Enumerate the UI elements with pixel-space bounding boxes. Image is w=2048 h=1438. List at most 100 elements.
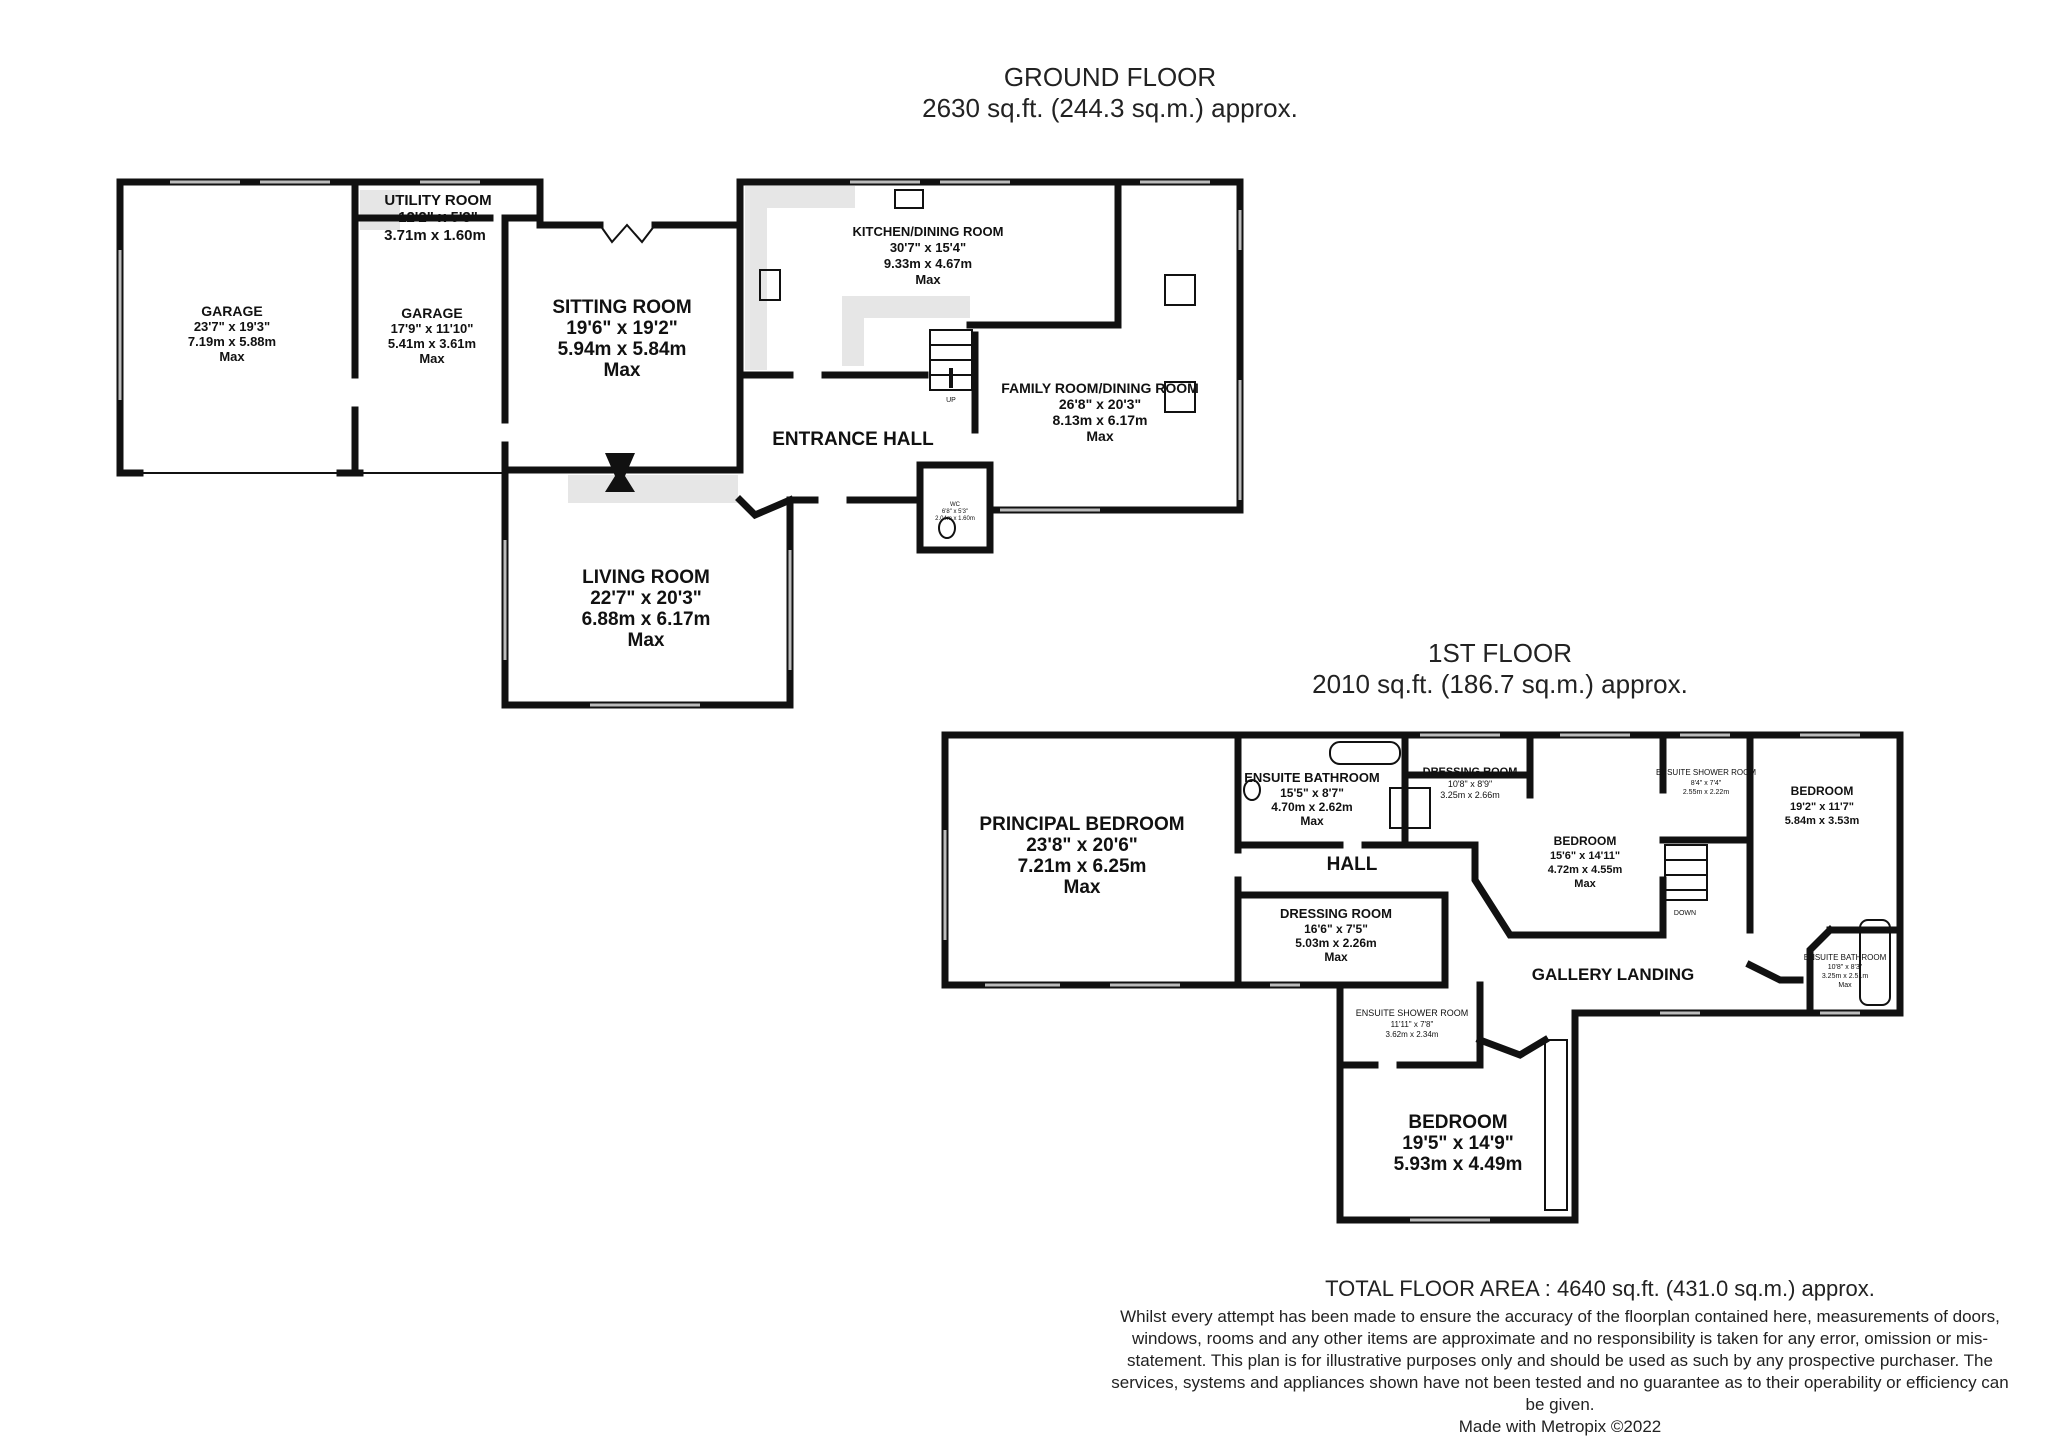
room-name: DRESSING ROOM bbox=[1423, 766, 1518, 778]
room-metric: 3.25m x 2.66m bbox=[1440, 790, 1500, 800]
toilet bbox=[1243, 779, 1261, 801]
room-imperial: 12'2" x 5'3" bbox=[398, 209, 478, 226]
room-label-utility: UTILITY ROOM 12'2" x 5'3" 3.71m x 1.60m bbox=[384, 192, 491, 244]
ground-stairs: UP bbox=[929, 329, 973, 404]
hall-wall bbox=[735, 495, 795, 520]
room-note: Max bbox=[1574, 878, 1596, 890]
room-note: Max bbox=[1324, 950, 1348, 964]
room-name: ENSUITE BATHROOM bbox=[1804, 953, 1887, 962]
ground-floor-title: GROUND FLOOR bbox=[1003, 62, 1217, 92]
room-metric: 4.70m x 2.62m bbox=[1271, 800, 1352, 814]
ground-floor-header: GROUND FLOOR 2630 sq.ft. (244.3 sq.m.) a… bbox=[880, 62, 1340, 124]
room-label-dressing-room: DRESSING ROOM 10'8" x 8'9" 3.25m x 2.66m bbox=[1423, 766, 1518, 800]
room-metric: 2.55m x 2.22m bbox=[1683, 789, 1729, 796]
room-imperial: 19'2" x 11'7" bbox=[1790, 801, 1854, 813]
shower-tray bbox=[1389, 787, 1431, 829]
ground-floor-plan: UP bbox=[116, 178, 1244, 709]
room-label-ensuite-bathroom: ENSUITE BATHROOM 15'5" x 8'7" 4.70m x 2.… bbox=[1244, 770, 1380, 828]
room-imperial: 22'7" x 20'3" bbox=[590, 588, 702, 609]
room-imperial: 6'8" x 5'3" bbox=[942, 509, 968, 515]
room-metric: 2.04m x 1.60m bbox=[935, 516, 975, 522]
room-metric: 3.71m x 1.60m bbox=[384, 227, 486, 244]
kitchen-island bbox=[842, 296, 970, 318]
room-label-ensuite-bathroom-2: ENSUITE BATHROOM 10'8" x 8'3" 3.25m x 2.… bbox=[1804, 953, 1887, 989]
room-name: ENSUITE SHOWER ROOM bbox=[1356, 1008, 1469, 1018]
room-label-garage: GARAGE 23'7" x 19'3" 7.19m x 5.88m Max bbox=[188, 303, 276, 364]
wc-toilet bbox=[938, 517, 956, 539]
room-metric: 5.93m x 4.49m bbox=[1394, 1154, 1523, 1175]
room-name: GARAGE bbox=[201, 303, 262, 319]
room-note: Max bbox=[1064, 877, 1101, 898]
fireplace-stove bbox=[605, 453, 635, 492]
credit: Made with Metropix ©2022 bbox=[1458, 1417, 1662, 1436]
room-name: DRESSING ROOM bbox=[1280, 906, 1392, 921]
room-label-ensuite-shower-2: ENSUITE SHOWER ROOM 11'11" x 7'8" 3.62m … bbox=[1356, 1008, 1469, 1039]
room-label-garage2: GARAGE 17'9" x 11'10" 5.41m x 3.61m Max bbox=[388, 305, 476, 366]
room-imperial: 15'5" x 8'7" bbox=[1280, 786, 1344, 800]
room-metric: 8.13m x 6.17m bbox=[1053, 412, 1148, 428]
room-name: UTILITY ROOM bbox=[384, 192, 491, 209]
sitting-french-doors bbox=[599, 223, 656, 244]
room-name: ENSUITE BATHROOM bbox=[1244, 770, 1380, 785]
room-metric: 5.41m x 3.61m bbox=[388, 336, 476, 351]
disclaimer-text: Whilst every attempt has been made to en… bbox=[1111, 1307, 2009, 1414]
room-metric: 7.21m x 6.25m bbox=[1018, 856, 1147, 877]
skylight bbox=[1164, 381, 1196, 413]
room-label-gallery-landing: GALLERY LANDING bbox=[1532, 965, 1694, 984]
room-metric: 3.25m x 2.51m bbox=[1822, 973, 1868, 980]
room-label-wc: WC 6'8" x 5'3" 2.04m x 1.60m bbox=[935, 502, 975, 522]
room-name: BEDROOM bbox=[1408, 1112, 1507, 1133]
room-note: Max bbox=[628, 630, 665, 651]
room-name: GARAGE bbox=[401, 305, 462, 321]
room-imperial: 11'11" x 7'8" bbox=[1391, 1020, 1434, 1029]
room-imperial: 30'7" x 15'4" bbox=[890, 240, 966, 255]
room-metric: 4.72m x 4.55m bbox=[1548, 864, 1623, 876]
room-metric: 5.03m x 2.26m bbox=[1295, 936, 1376, 950]
first-floor-header: 1ST FLOOR 2010 sq.ft. (186.7 sq.m.) appr… bbox=[1250, 638, 1750, 700]
room-name: WC bbox=[950, 502, 961, 508]
ground-floor-area: 2630 sq.ft. (244.3 sq.m.) approx. bbox=[922, 93, 1298, 123]
room-note: Max bbox=[1838, 982, 1852, 989]
room-name: BEDROOM bbox=[1554, 834, 1617, 848]
bathtub bbox=[1859, 919, 1891, 1006]
bedroom-ne-wall bbox=[1745, 960, 1804, 984]
room-label-dressing-room-2: DRESSING ROOM 16'6" x 7'5" 5.03m x 2.26m… bbox=[1280, 906, 1392, 964]
room-note: Max bbox=[1086, 428, 1113, 444]
room-name: ENSUITE SHOWER ROOM bbox=[1656, 768, 1756, 777]
sitting-wall bbox=[536, 214, 604, 229]
room-imperial: 19'5" x 14'9" bbox=[1402, 1133, 1514, 1154]
room-imperial: 26'8" x 20'3" bbox=[1059, 396, 1141, 412]
room-label-living: LIVING ROOM 22'7" x 20'3" 6.88m x 6.17m … bbox=[582, 567, 711, 651]
first-stairs-label: DOWN bbox=[1674, 910, 1696, 917]
room-imperial: 15'6" x 14'11" bbox=[1550, 850, 1620, 862]
first-floor-area: 2010 sq.ft. (186.7 sq.m.) approx. bbox=[1312, 669, 1688, 699]
room-name: BEDROOM bbox=[1791, 784, 1854, 798]
room-label-bedroom-mid: BEDROOM 15'6" x 14'11" 4.72m x 4.55m Max bbox=[1548, 834, 1623, 890]
ground-floor-labels: GARAGE 23'7" x 19'3" 7.19m x 5.88m Max U… bbox=[188, 192, 1199, 651]
first-stairs: DOWN bbox=[1664, 844, 1708, 917]
hob bbox=[759, 269, 781, 301]
room-label-entrance-hall: ENTRANCE HALL bbox=[772, 429, 934, 450]
room-imperial: 23'8" x 20'6" bbox=[1026, 835, 1138, 856]
room-note: Max bbox=[419, 351, 445, 366]
disclaimer: Whilst every attempt has been made to en… bbox=[1110, 1306, 2010, 1438]
room-imperial: 8'4" x 7'4" bbox=[1691, 780, 1722, 787]
hob bbox=[894, 189, 924, 209]
bedroom-s-wall bbox=[1336, 981, 1579, 1224]
bedroom-mid-wall bbox=[1471, 841, 1667, 939]
room-name: LIVING ROOM bbox=[582, 567, 710, 588]
room-label-kitchen: KITCHEN/DINING ROOM 30'7" x 15'4" 9.33m … bbox=[853, 224, 1004, 287]
gallery-wall bbox=[1475, 1035, 1550, 1059]
room-label-hall: HALL bbox=[1327, 854, 1378, 875]
room-metric: 9.33m x 4.67m bbox=[884, 256, 972, 271]
room-label-bedroom-s: BEDROOM 19'5" x 14'9" 5.93m x 4.49m bbox=[1394, 1112, 1523, 1175]
room-note: Max bbox=[604, 360, 641, 381]
room-imperial: 19'6" x 19'2" bbox=[566, 318, 678, 339]
room-label-family: FAMILY ROOM/DINING ROOM 26'8" x 20'3" 8.… bbox=[1001, 380, 1199, 444]
room-imperial: 17'9" x 11'10" bbox=[391, 321, 474, 336]
room-metric: 3.62m x 2.34m bbox=[1386, 1030, 1439, 1039]
room-metric: 6.88m x 6.17m bbox=[582, 609, 711, 630]
first-floor-title: 1ST FLOOR bbox=[1427, 638, 1572, 668]
room-imperial: 10'8" x 8'9" bbox=[1448, 779, 1492, 789]
